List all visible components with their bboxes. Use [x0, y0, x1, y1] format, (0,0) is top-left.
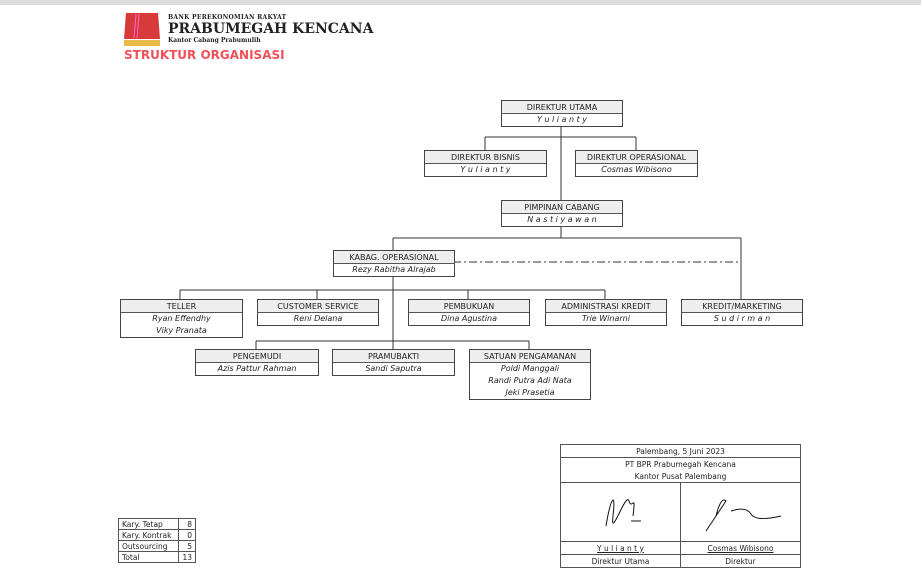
employee-type: Total [118, 551, 179, 563]
employee-type: Outsourcing [118, 540, 179, 552]
staff-name: Trie Winarni [582, 314, 630, 323]
signature-block: Palembang, 5 Juni 2023 PT BPR Prabumegah… [560, 444, 801, 568]
employee-type: Kary. Kontrak [118, 529, 179, 541]
staff-name: Viky Pranata [156, 326, 207, 335]
bank-logo [124, 13, 160, 46]
signer-role: Direktur [680, 554, 801, 568]
branch-name: Kantor Cabang Prabumulih [168, 37, 261, 44]
signature-scribble-icon [705, 499, 781, 532]
staff-name: N a s t i y a w a n [527, 215, 597, 224]
signature-1 [560, 482, 681, 542]
signer-role: Direktur Utama [560, 554, 681, 568]
staff-name: S u d i r m a n [713, 314, 771, 323]
employee-type: Kary. Tetap [118, 518, 179, 530]
signer-name: Cosmas Wibisono [680, 541, 801, 555]
position-title: PEMBUKUAN [409, 300, 529, 313]
signature-scribble-icon [605, 499, 641, 527]
signer-name: Y u l i a n t y [560, 541, 681, 555]
top-bar [0, 0, 921, 5]
position-title: DIREKTUR OPERASIONAL [576, 151, 697, 164]
staff-name: Dina Agustina [440, 314, 498, 323]
staff-name: Azis Pattur Rahman [217, 364, 297, 373]
position-title: DIREKTUR BISNIS [425, 151, 546, 164]
staff-name: Randi Putra Adi Nata [488, 376, 572, 385]
staff-name: Rezy Rabitha Alrajab [352, 265, 436, 274]
staff-name: Y u l i a n t y [536, 115, 588, 124]
position-title: PIMPINAN CABANG [502, 201, 622, 214]
staff-name: Y u l i a n t y [460, 165, 511, 174]
bank-name: PRABUMEGAH KENCANA [168, 21, 374, 37]
position-title: KREDIT/MARKETING [682, 300, 802, 313]
position-title: DIREKTUR UTAMA [502, 101, 622, 114]
staff-name: Sandi Saputra [365, 364, 422, 373]
employee-count: 5 [178, 540, 196, 552]
staff-name: Cosmas Wibisono [601, 165, 672, 174]
employee-count: 13 [178, 551, 196, 563]
staff-name: Jeki Prasetia [505, 388, 555, 397]
bank-line1: BANK PEREKONOMIAN RAKYAT [168, 14, 287, 21]
position-title: KABAG. OPERASIONAL [334, 251, 454, 264]
position-title: PRAMUBAKTI [333, 350, 454, 363]
page-title: STRUKTUR ORGANISASI [124, 48, 285, 62]
office-name: Kantor Pusat Palembang [560, 470, 801, 483]
employee-count: 0 [178, 529, 196, 541]
signature-2 [680, 482, 801, 542]
company-name: PT BPR Prabumegah Kencana [560, 457, 801, 470]
staff-name: Ryan Effendhy [152, 314, 211, 323]
position-title: SATUAN PENGAMANAN [470, 350, 590, 363]
place-date: Palembang, 5 Juni 2023 [560, 444, 801, 458]
employee-count: 8 [178, 518, 196, 530]
staff-name: Poldi Manggali [500, 364, 560, 373]
position-title: TELLER [121, 300, 242, 313]
position-title: ADMINISTRASI KREDIT [546, 300, 666, 313]
position-title: CUSTOMER SERVICE [258, 300, 378, 313]
staff-name: Reni Delana [293, 314, 343, 323]
position-title: PENGEMUDI [196, 350, 318, 363]
